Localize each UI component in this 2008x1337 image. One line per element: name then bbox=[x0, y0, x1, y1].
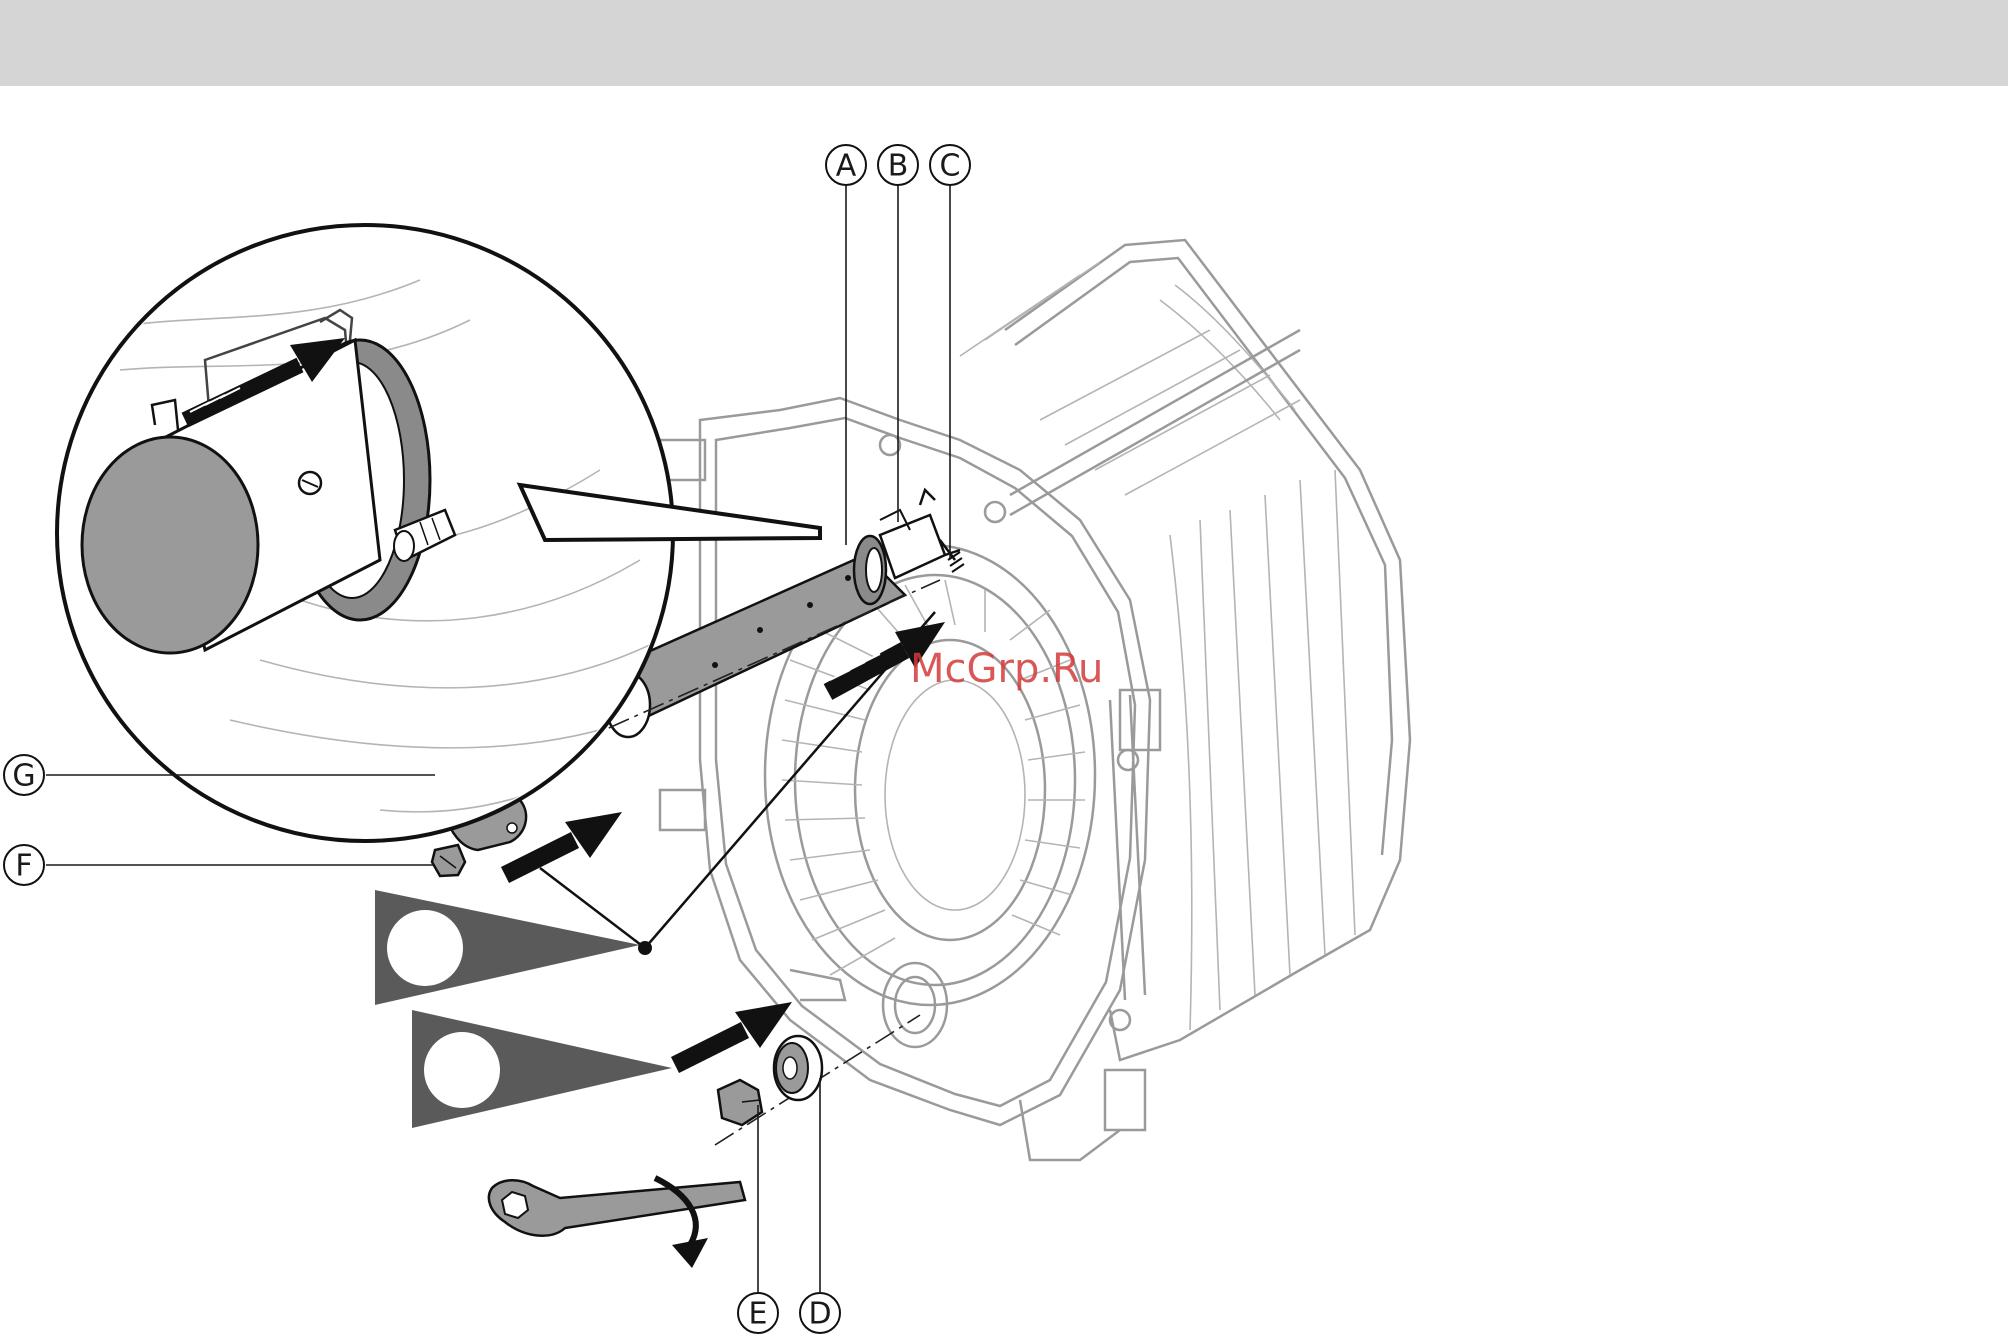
callout-g: G bbox=[4, 755, 44, 795]
svg-text:F: F bbox=[15, 849, 32, 884]
svg-text:E: E bbox=[749, 1297, 768, 1332]
callout-f: F bbox=[4, 845, 44, 885]
push-arrow-icon bbox=[675, 1002, 792, 1065]
svg-text:C: C bbox=[940, 149, 961, 184]
svg-text:B: B bbox=[888, 149, 909, 184]
step-marker-icon bbox=[375, 890, 640, 1005]
nut-e bbox=[718, 1080, 762, 1125]
seal-ring-a bbox=[854, 536, 886, 604]
wrench-icon bbox=[489, 1180, 745, 1235]
detail-magnifier bbox=[57, 225, 820, 841]
sleeve-b bbox=[880, 510, 945, 578]
callout-e: E bbox=[738, 1293, 778, 1333]
gasket-d bbox=[774, 1036, 822, 1100]
callout-b: B bbox=[878, 145, 918, 185]
step-marker-icon bbox=[412, 1010, 672, 1128]
callout-d: D bbox=[800, 1293, 840, 1333]
callout-c: C bbox=[930, 145, 970, 185]
callout-a: A bbox=[826, 145, 866, 185]
svg-text:A: A bbox=[836, 149, 857, 184]
clip-f bbox=[432, 845, 465, 876]
watermark-text: McGrp.Ru bbox=[910, 646, 1103, 692]
svg-text:D: D bbox=[808, 1297, 831, 1332]
svg-text:G: G bbox=[12, 759, 35, 794]
